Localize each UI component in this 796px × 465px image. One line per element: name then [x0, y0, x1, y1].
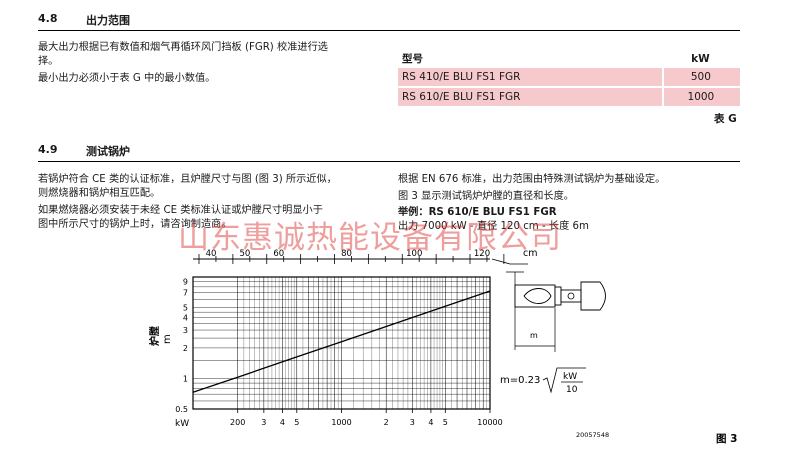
- y-tick-label: 4: [183, 313, 188, 322]
- example-model: RS 610/E BLU FS1 FGR: [428, 207, 557, 218]
- table-header-model: 型号: [402, 53, 423, 65]
- x-tick-label: 3: [261, 418, 266, 427]
- formula: m=0.23 kW 10: [500, 367, 586, 395]
- x-tick-label: 4: [280, 418, 285, 427]
- x-tick-label: 5: [294, 418, 299, 427]
- y-tick-label: 9: [183, 278, 188, 287]
- top-axis-label: 120: [474, 249, 490, 259]
- section-header-4-9: 4.9 测试锅炉: [38, 143, 740, 162]
- para-line: 图 3 显示测试锅炉炉膛的直径和长度。: [398, 190, 574, 202]
- x-tick-label: 2: [384, 418, 389, 427]
- burner-flange: [554, 286, 562, 306]
- table-row: RS 410/E BLU FS1 FGR 500: [398, 68, 740, 88]
- table-cell-kw: 1000: [661, 87, 740, 108]
- burner-bolt: [567, 292, 575, 300]
- length-label: m: [530, 331, 538, 340]
- table-header-kw: kW: [691, 52, 710, 65]
- example-label: 举例：: [398, 207, 429, 218]
- para-line: 最大出力根据已有数值和烟气再循环风门挡板 (FGR) 校准进行选: [38, 42, 328, 53]
- section-4-9-left-text: 若锅炉符合 CE 类的认证标准，且炉膛尺寸与图 (图 3) 所示近似， 则燃烧器…: [38, 173, 388, 231]
- top-axis-label: 60: [273, 249, 284, 259]
- para-line: 择。: [38, 55, 59, 67]
- section-title: 出力范围: [86, 14, 130, 27]
- table-cell-model: RS 610/E BLU FS1 FGR: [398, 87, 663, 108]
- x-tick-label: 10000: [477, 418, 502, 427]
- formula-numerator: kW: [563, 372, 577, 382]
- burner-housing: [580, 281, 606, 311]
- section-number: 4.9: [38, 143, 58, 156]
- formula-prefix: m=0.23: [500, 375, 540, 386]
- x-tick-label: 200: [230, 418, 245, 427]
- example-line: 举例：RS 610/E BLU FS1 FGR: [398, 206, 743, 220]
- test-boiler-drawing: m: [506, 271, 606, 352]
- table-row: RS 610/E BLU FS1 FGR 1000: [398, 87, 740, 108]
- section-title: 测试锅炉: [86, 145, 130, 158]
- para-line: 则燃烧器和锅炉相互匹配。: [38, 187, 161, 199]
- para-line: 根据 EN 676 标准，出力范围由特殊测试锅炉为基础设定。: [398, 174, 666, 185]
- y-tick-label: 1: [183, 374, 188, 383]
- y-tick-label: 5: [183, 304, 188, 313]
- y-tick-label: 7: [183, 289, 188, 298]
- table-caption: 表 G: [714, 113, 737, 125]
- top-axis-label: 80: [341, 249, 352, 259]
- section-4-9-right-text: 根据 EN 676 标准，出力范围由特殊测试锅炉为基础设定。 图 3 显示测试锅…: [398, 173, 743, 233]
- top-axis-unit: cm: [523, 248, 537, 259]
- series-line: [192, 290, 491, 393]
- x-tick-label: 3: [410, 418, 415, 427]
- figure-code: 20057548: [576, 431, 609, 439]
- x-axis-unit: kW: [175, 419, 189, 429]
- para-line: 图中所示尺寸的锅炉上时，请咨询制造商。: [38, 218, 232, 230]
- sqrt-sign: [542, 367, 586, 394]
- table-cell-kw: 500: [661, 68, 740, 88]
- para-line: 如果燃烧器必须安装于未经 CE 类标准认证或炉膛尺寸明显小于: [38, 205, 323, 216]
- table-cell-model: RS 410/E BLU FS1 FGR: [398, 68, 663, 88]
- section-4-8-text: 最大出力根据已有数值和烟气再循环风门挡板 (FGR) 校准进行选 择。 最小出力…: [38, 41, 388, 86]
- section-header-4-8: 4.8 出力范围: [38, 12, 740, 31]
- watermark: 山东惠诚热能设备有限公司: [178, 220, 562, 256]
- top-axis-label: 100: [406, 249, 422, 259]
- formula-denominator: 10: [566, 385, 578, 395]
- table-g: 型号 kW RS 410/E BLU FS1 FGR 500 RS 610/E …: [398, 48, 740, 108]
- y-tick-label: 0.5: [175, 405, 188, 414]
- y-axis-label: 炉膛: [148, 326, 161, 346]
- y-tick-label: 2: [183, 344, 188, 353]
- section-number: 4.8: [38, 12, 58, 25]
- chamber-body: [514, 284, 556, 308]
- flame-shape: [523, 288, 552, 304]
- top-axis-label: 40: [206, 249, 217, 259]
- para-line: 最小出力必须小于表 G 中的最小数值。: [38, 73, 216, 84]
- figure-caption: 图 3: [716, 433, 737, 445]
- y-tick-label: 3: [183, 326, 188, 335]
- top-axis-label: 50: [239, 249, 250, 259]
- unit-leader-line: [491, 258, 528, 265]
- y-axis-unit: m: [162, 334, 173, 344]
- burner-neck: [560, 289, 582, 303]
- para-line: 出力 7000 kW - 直径 120 cm - 长度 6m: [398, 220, 589, 232]
- table-header-row: 型号 kW: [398, 48, 740, 68]
- x-tick-label: 5: [443, 418, 448, 427]
- x-tick-label: 4: [428, 418, 433, 427]
- x-tick-label: 1000: [331, 418, 351, 427]
- para-line: 若锅炉符合 CE 类的认证标准，且炉膛尺寸与图 (图 3) 所示近似，: [38, 174, 337, 185]
